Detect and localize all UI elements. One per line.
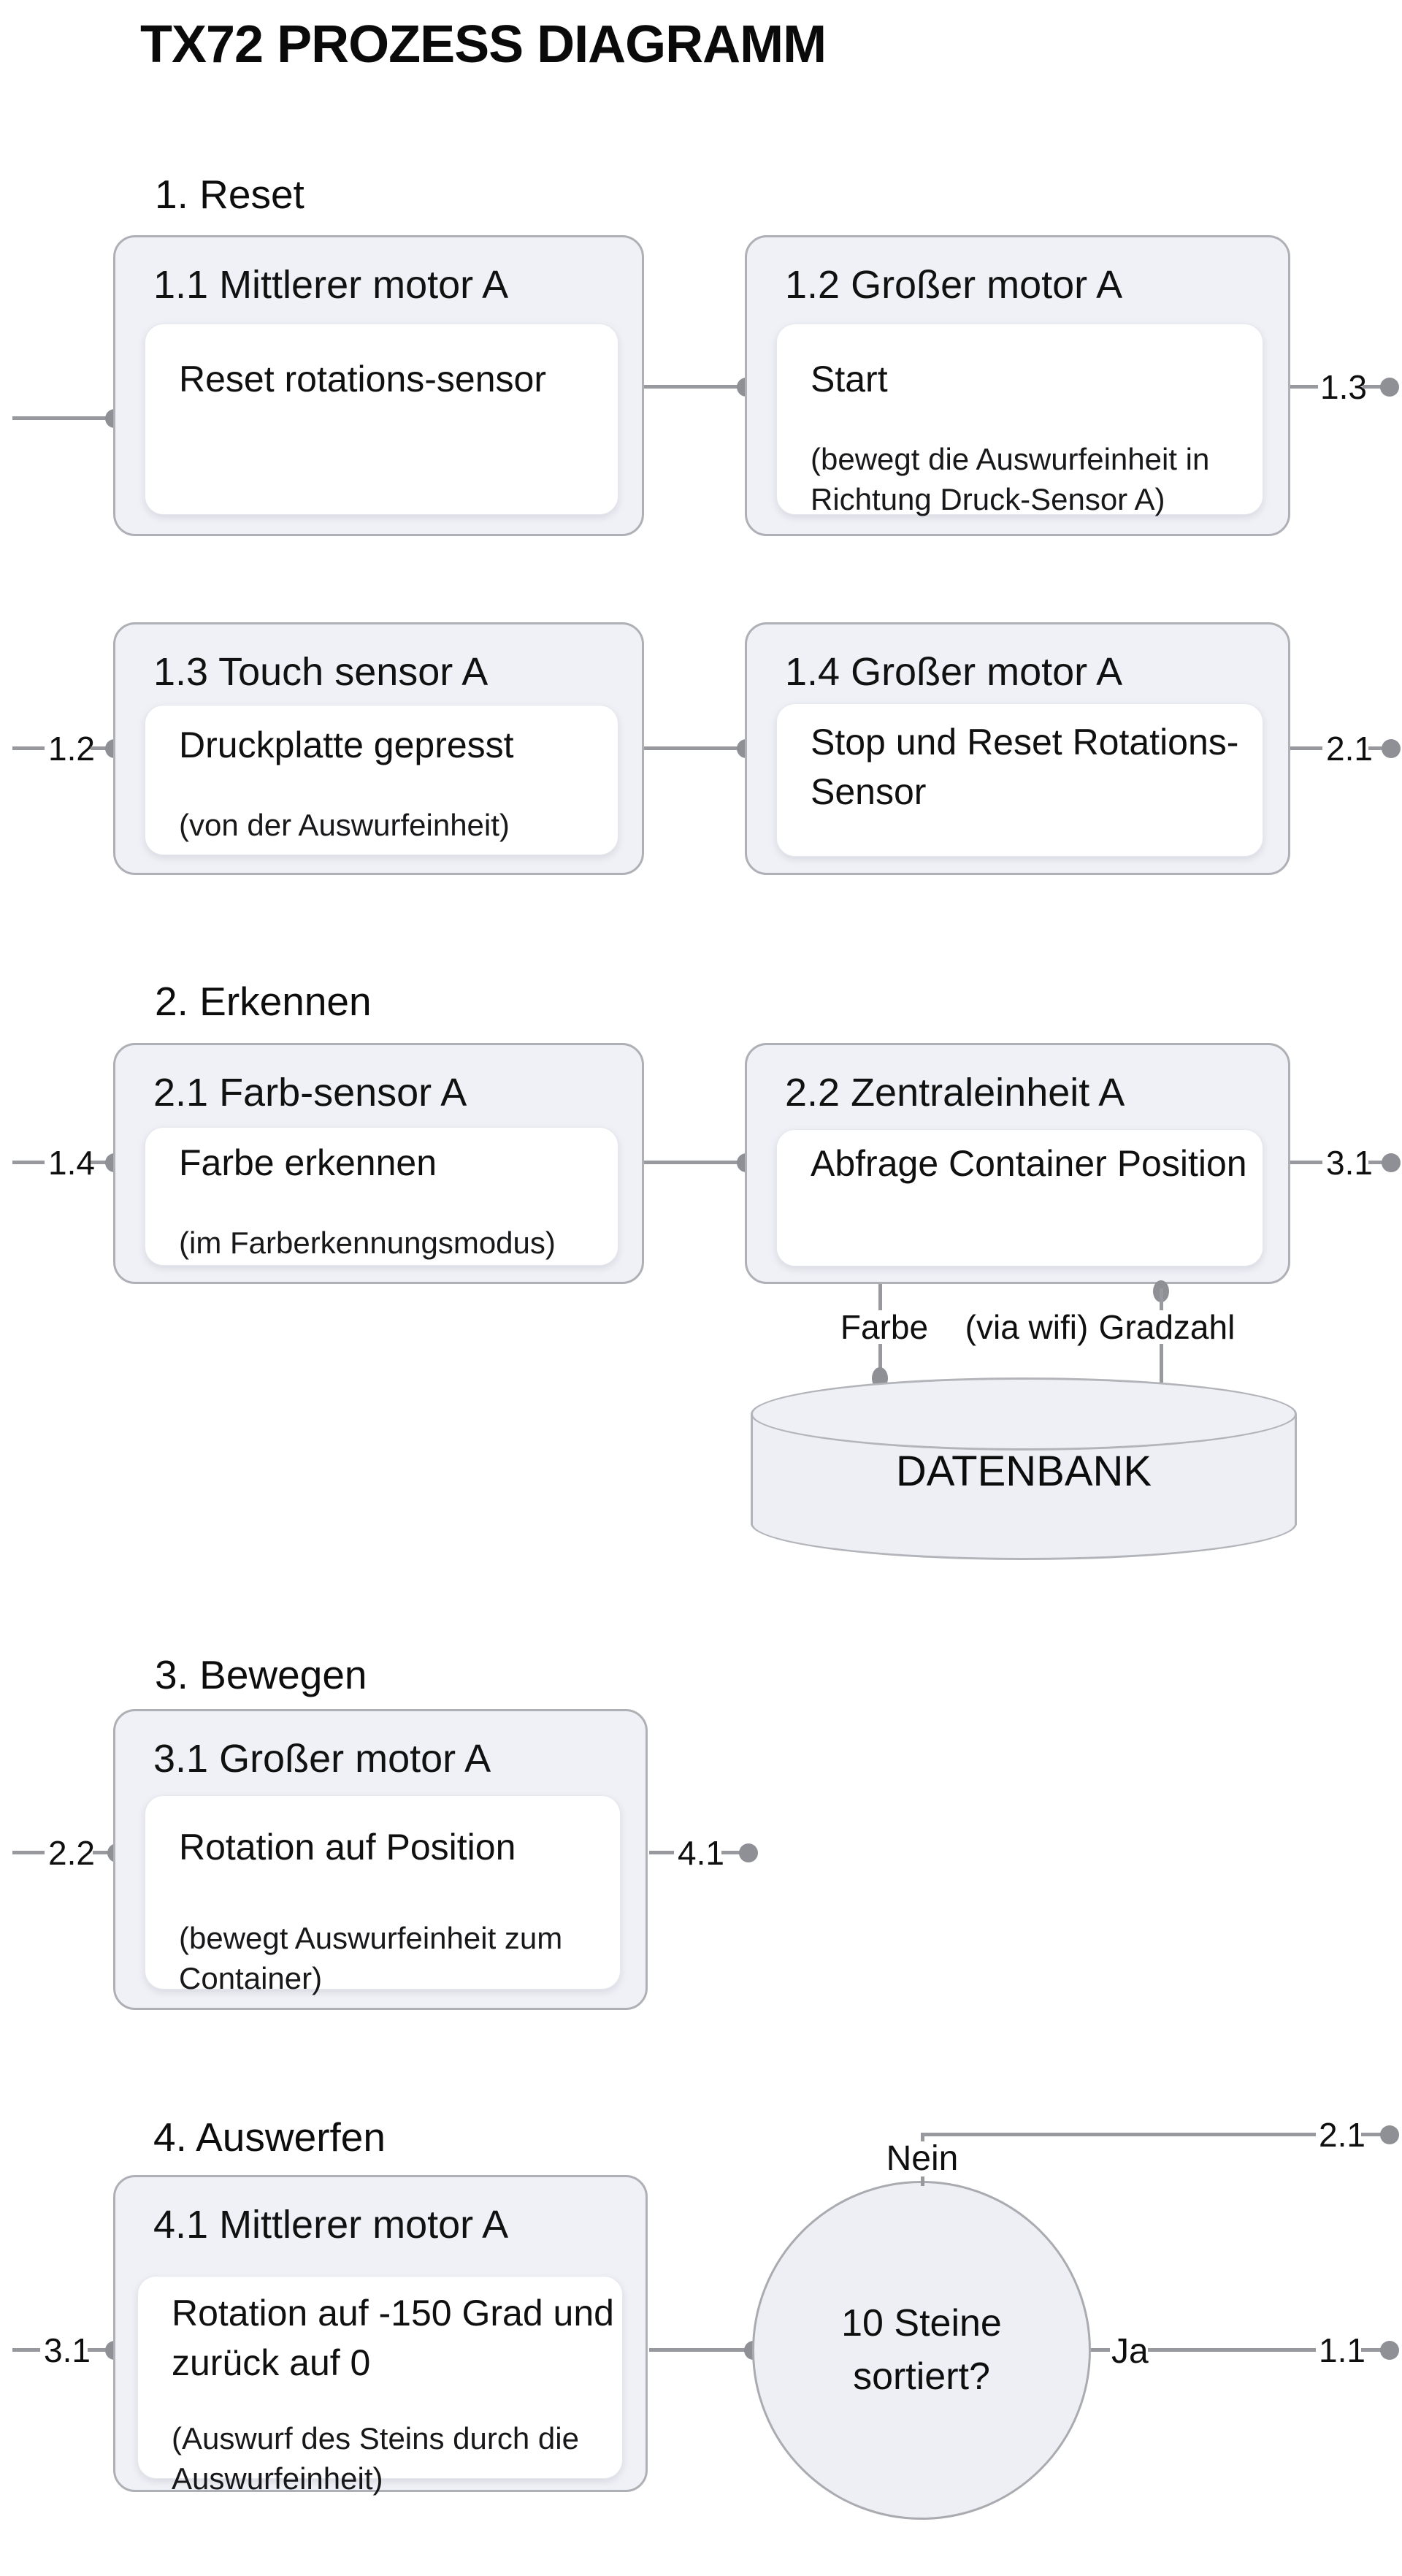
connector-dot-1-2-out — [1380, 378, 1399, 397]
connector-line-2-2-out-a — [1290, 1161, 1322, 1164]
connector-line-1-2-out-a — [1290, 385, 1318, 389]
connector-line-entry-1-1 — [12, 416, 113, 420]
process-box-1-1: 1.1 Mittlerer motor A Reset rotations-se… — [113, 235, 644, 536]
connector-line-2-2-out-b — [1368, 1161, 1386, 1164]
process-box-1-4-title: 1.4 Großer motor A — [785, 650, 1123, 694]
process-box-1-2-note: (bewegt die Auswurfeinheit in Richtung D… — [811, 442, 1210, 516]
via-wifi-label: (via wifi) — [949, 1310, 1104, 1344]
process-box-2-2-title: 2.2 Zentraleinheit A — [785, 1071, 1125, 1115]
process-box-2-2-inner: Abfrage Container Position — [776, 1129, 1263, 1266]
connector-line-1-2-out-b — [1363, 385, 1384, 389]
process-box-1-4: 1.4 Großer motor A Stop und Reset Rotati… — [745, 622, 1290, 875]
decision-question: 10 Steine sortiert? — [841, 2302, 1002, 2398]
process-box-1-3-body: Druckplatte gepresst — [179, 725, 514, 765]
process-box-4-1-title: 4.1 Mittlerer motor A — [153, 2203, 509, 2247]
connector-dot-2-2-out — [1382, 1153, 1401, 1172]
connector-line-3-1-in-b — [93, 1851, 113, 1854]
connector-line-3-1-out-a — [649, 1851, 674, 1854]
connector-line-1-3-in-a — [12, 746, 45, 750]
connector-line-nein-horizontal — [921, 2133, 1316, 2136]
connector-line-4-1-in-b — [88, 2348, 111, 2352]
connector-line-2-1-to-2-2 — [644, 1161, 745, 1164]
connector-dot-3-1-out — [739, 1843, 758, 1862]
connector-line-3-1-out-b — [721, 1851, 742, 1854]
process-box-1-2-title: 1.2 Großer motor A — [785, 263, 1123, 307]
section-heading-auswerfen: 4. Auswerfen — [153, 2114, 386, 2160]
process-box-1-1-body: Reset rotations-sensor — [179, 359, 547, 400]
process-box-1-2: 1.2 Großer motor A Start (bewegt die Aus… — [745, 235, 1290, 536]
connector-dot-nein-out — [1380, 2125, 1399, 2144]
connector-line-2-1-in-b — [91, 1161, 111, 1164]
connector-line-2-1-in-a — [12, 1161, 45, 1164]
process-box-3-1-title: 3.1 Großer motor A — [153, 1737, 491, 1781]
ref-label-ja-1-1: 1.1 — [1319, 2331, 1365, 2369]
database-label: DATENBANK — [895, 1448, 1152, 1495]
process-box-2-1-inner: Farbe erkennen (im Farberkennungsmodus) — [145, 1127, 618, 1266]
ref-label-3-1-in: 3.1 — [44, 2331, 91, 2369]
connector-line-ja-a — [1091, 2348, 1110, 2352]
connector-line-nein-end — [1361, 2133, 1383, 2136]
ref-label-4-1: 4.1 — [678, 1834, 724, 1872]
connector-dot-ja-out — [1380, 2341, 1399, 2360]
process-box-1-2-body: Start — [811, 359, 888, 400]
process-box-4-1-inner: Rotation auf -150 Grad und zurück auf 0 … — [137, 2276, 623, 2496]
process-box-3-1-note: (bewegt Auswurfeinheit zum Container) — [179, 1921, 563, 1995]
process-box-4-1: 4.1 Mittlerer motor A Rotation auf -150 … — [113, 2175, 648, 2496]
process-box-2-1-body: Farbe erkennen — [179, 1142, 437, 1183]
connector-line-ja-b — [1148, 2348, 1316, 2352]
ref-label-2-1-out: 2.1 — [1326, 730, 1373, 768]
connector-line-4-1-in-a — [12, 2348, 40, 2352]
process-box-1-3-title: 1.3 Touch sensor A — [153, 650, 489, 694]
ref-label-3-1-out: 3.1 — [1326, 1144, 1373, 1182]
connector-line-ja-end — [1361, 2348, 1383, 2352]
nein-label: Nein — [871, 2141, 973, 2176]
process-box-1-3: 1.3 Touch sensor A Druckplatte gepresst … — [113, 622, 644, 875]
ref-label-2-2: 2.2 — [48, 1834, 95, 1872]
ref-label-1-4: 1.4 — [48, 1144, 95, 1182]
connector-line-4-1-to-decision — [649, 2348, 755, 2352]
connector-line-3-1-in-a — [12, 1851, 45, 1854]
process-box-2-1-title: 2.1 Farb-sensor A — [153, 1071, 467, 1115]
process-box-2-1-note: (im Farberkennungsmodus) — [179, 1226, 556, 1260]
process-box-1-4-inner: Stop und Reset Rotations- Sensor — [776, 703, 1263, 857]
process-box-1-3-note: (von der Auswurfeinheit) — [179, 808, 510, 842]
connector-line-1-4-out-b — [1368, 746, 1386, 750]
process-box-2-1: 2.1 Farb-sensor A Farbe erkennen (im Far… — [113, 1043, 644, 1284]
decision-circle: 10 Steine sortiert? — [752, 2181, 1091, 2520]
ja-label: Ja — [1111, 2334, 1155, 2369]
section-heading-reset: 1. Reset — [155, 172, 304, 217]
connector-dot-1-4-out — [1382, 739, 1401, 758]
process-box-3-1-inner: Rotation auf Position (bewegt Auswurfein… — [145, 1795, 621, 1995]
connector-line-1-4-out-a — [1290, 746, 1322, 750]
process-box-1-1-title: 1.1 Mittlerer motor A — [153, 263, 509, 307]
process-box-4-1-body: Rotation auf -150 Grad und zurück auf 0 — [172, 2293, 614, 2383]
process-box-1-1-inner: Reset rotations-sensor — [145, 324, 618, 515]
process-box-4-1-note: (Auswurf des Steins durch die Auswurfein… — [172, 2421, 579, 2496]
process-box-3-1: 3.1 Großer motor A Rotation auf Position… — [113, 1709, 648, 2010]
database-cylinder: DATENBANK — [751, 1377, 1297, 1560]
process-box-1-3-inner: Druckplatte gepresst (von der Auswurfein… — [145, 705, 618, 855]
ref-label-1-2: 1.2 — [48, 730, 95, 768]
gradzahl-label: Gradzahl — [1089, 1310, 1244, 1344]
farbe-label: Farbe — [821, 1310, 947, 1344]
process-box-3-1-body: Rotation auf Position — [179, 1827, 516, 1868]
process-box-1-2-inner: Start (bewegt die Auswurfeinheit in Rich… — [776, 324, 1263, 516]
connector-line-1-3-in-b — [91, 746, 111, 750]
page-title: TX72 PROZESS DIAGRAMM — [140, 15, 827, 74]
process-box-1-4-body: Stop und Reset Rotations- Sensor — [811, 722, 1239, 812]
section-heading-erkennen: 2. Erkennen — [155, 979, 372, 1024]
section-heading-bewegen: 3. Bewegen — [155, 1652, 367, 1697]
process-box-2-2-body: Abfrage Container Position — [811, 1143, 1247, 1184]
ref-label-1-3: 1.3 — [1320, 368, 1367, 406]
connector-line-1-3-to-1-4 — [644, 746, 745, 750]
ref-label-nein-2-1: 2.1 — [1319, 2116, 1365, 2154]
process-box-2-2: 2.2 Zentraleinheit A Abfrage Container P… — [745, 1043, 1290, 1284]
database-cylinder-top — [751, 1377, 1297, 1451]
connector-line-1-1-to-1-2 — [644, 385, 745, 389]
